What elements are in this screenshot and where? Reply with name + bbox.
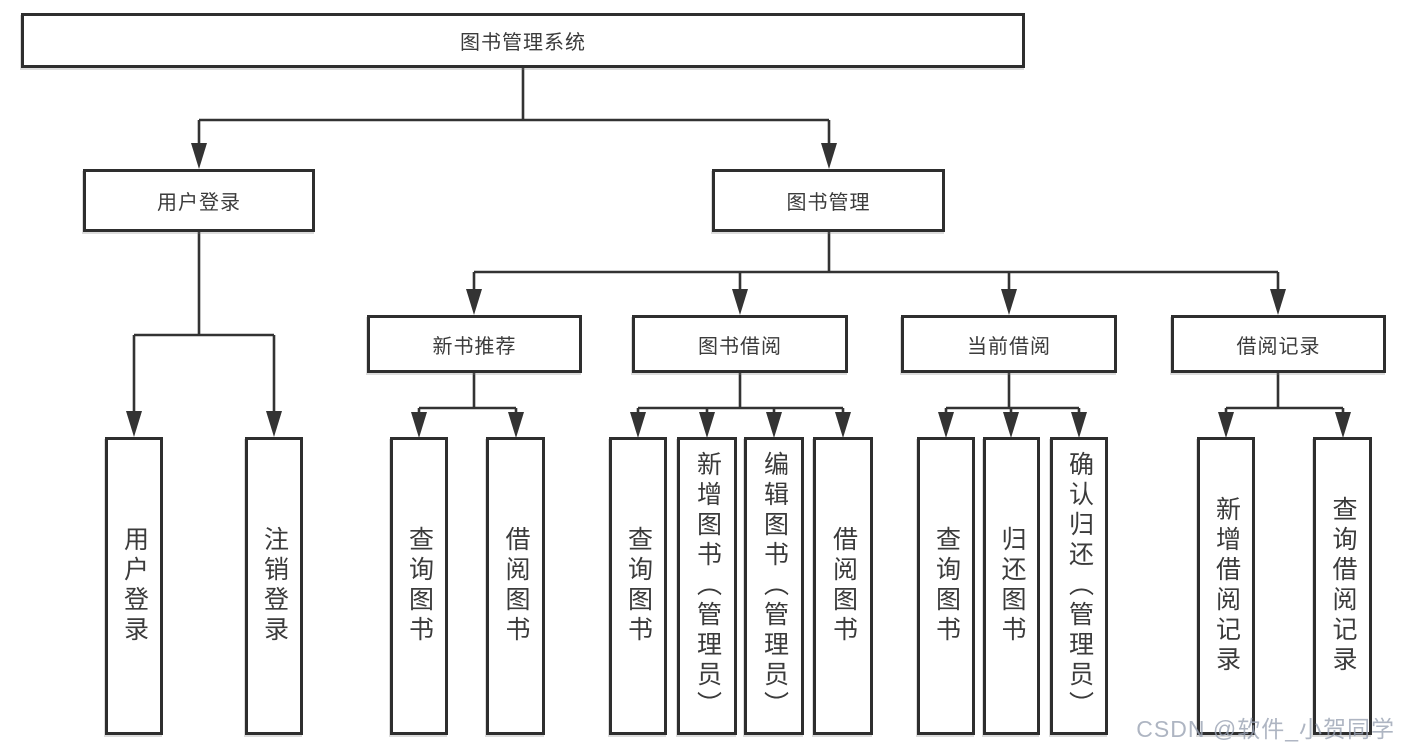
node-label: 新书推荐: [432, 335, 517, 358]
node-label: 新增图书（管理员）: [693, 451, 722, 721]
node-borrow-books-leaf: 借阅图书: [813, 437, 873, 735]
node-label: 注销登录: [260, 526, 289, 646]
node-add-borrow-record-leaf: 新增借阅记录: [1197, 437, 1255, 735]
node-label: 图书借阅: [698, 335, 782, 358]
node-label: 图书管理系统: [460, 32, 586, 54]
node-confirm-return-admin-leaf: 确认归还（管理员）: [1050, 437, 1108, 735]
node-label: 查询图书: [624, 526, 653, 646]
node-label: 新增借阅记录: [1212, 496, 1241, 676]
node-library-system-root: 图书管理系统: [21, 13, 1025, 68]
node-current-borrowing: 当前借阅: [901, 315, 1117, 373]
node-label: 查询图书: [932, 526, 961, 646]
node-query-books-leaf: 查询图书: [609, 437, 667, 735]
node-label: 当前借阅: [967, 335, 1051, 358]
node-user-login: 用户登录: [83, 169, 315, 232]
node-edit-book-admin-leaf: 编辑图书（管理员）: [744, 437, 804, 735]
node-label: 借阅记录: [1236, 335, 1321, 358]
node-borrow-books-leaf: 借阅图书: [486, 437, 545, 735]
node-label: 用户登录: [120, 526, 149, 646]
node-label: 图书管理: [786, 192, 871, 214]
node-query-borrow-record-leaf: 查询借阅记录: [1313, 437, 1372, 735]
node-label: 编辑图书（管理员）: [760, 451, 789, 721]
node-query-books-leaf: 查询图书: [917, 437, 975, 735]
node-borrowing-records: 借阅记录: [1171, 315, 1386, 373]
node-new-book-recommendation: 新书推荐: [367, 315, 582, 373]
node-label: 查询借阅记录: [1329, 496, 1357, 676]
node-label: 借阅图书: [829, 526, 858, 646]
node-label: 查询图书: [405, 526, 434, 646]
node-add-book-admin-leaf: 新增图书（管理员）: [677, 437, 737, 735]
node-book-borrowing: 图书借阅: [632, 315, 848, 373]
node-logout-leaf: 注销登录: [245, 437, 303, 735]
node-book-management: 图书管理: [712, 169, 945, 232]
node-label: 借阅图书: [502, 526, 530, 646]
node-user-login-leaf: 用户登录: [105, 437, 163, 735]
node-label: 用户登录: [157, 192, 241, 214]
node-label: 确认归还（管理员）: [1065, 451, 1094, 721]
node-label: 归还图书: [998, 526, 1026, 646]
node-query-books-leaf: 查询图书: [390, 437, 448, 735]
node-return-books-leaf: 归还图书: [983, 437, 1040, 735]
